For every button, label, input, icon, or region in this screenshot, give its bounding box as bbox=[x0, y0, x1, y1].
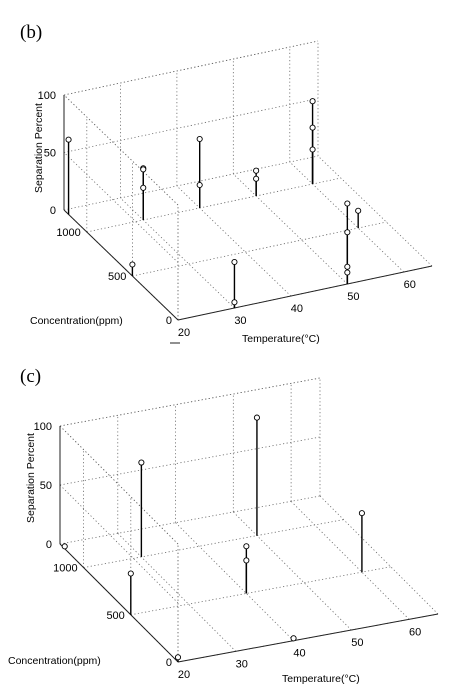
data-point bbox=[61, 543, 68, 550]
data-point bbox=[253, 414, 260, 421]
x-axis-line bbox=[177, 265, 433, 321]
x-axis-label: Temperature(°C) bbox=[242, 333, 320, 345]
x-tick-label: 30 bbox=[236, 658, 248, 670]
box-edge bbox=[59, 377, 321, 427]
x-tick-label: 60 bbox=[409, 626, 421, 638]
data-point bbox=[344, 263, 351, 270]
data-point bbox=[309, 146, 316, 153]
floor-gridline bbox=[86, 177, 341, 233]
data-point bbox=[243, 543, 250, 550]
data-point bbox=[196, 135, 203, 143]
floor-gridline bbox=[132, 221, 387, 277]
x-tick-label: 40 bbox=[291, 303, 303, 315]
data-point bbox=[344, 200, 351, 207]
data-point bbox=[231, 299, 238, 306]
y-axis-label: Concentration(ppm) bbox=[8, 655, 101, 667]
floor-gridline bbox=[233, 511, 352, 631]
box-edge bbox=[319, 495, 439, 615]
z-axis-label: Separation Percent bbox=[33, 103, 45, 193]
z-tick-label: 0 bbox=[46, 539, 52, 551]
x-tick-label: 50 bbox=[347, 291, 359, 303]
data-point bbox=[174, 654, 182, 661]
floor-gridline bbox=[175, 522, 294, 641]
box-edge bbox=[317, 155, 433, 267]
x-tick-label: 40 bbox=[293, 648, 305, 660]
data-point bbox=[65, 136, 72, 143]
z-tick-label: 0 bbox=[50, 205, 56, 217]
data-point bbox=[196, 181, 203, 189]
y-tick-label: 1000 bbox=[53, 563, 77, 575]
x-tick-label: 30 bbox=[234, 315, 246, 327]
x-axis-line bbox=[177, 613, 439, 663]
data-point bbox=[253, 175, 260, 182]
panel-b: (b) 0 50 100 0 500 1000 20 30 40 50 60 Separatio… bbox=[20, 22, 433, 345]
data-point bbox=[358, 510, 365, 517]
y-axis-line bbox=[59, 543, 179, 663]
data-point bbox=[129, 261, 136, 268]
z-tick-label: 100 bbox=[34, 421, 52, 433]
z-axis-label: Separation Percent bbox=[25, 433, 37, 523]
back-wall-gridline bbox=[63, 98, 319, 153]
floor-gridline bbox=[176, 185, 292, 297]
floor-gridline bbox=[83, 519, 344, 568]
floor-gridline bbox=[120, 197, 235, 309]
data-point bbox=[344, 269, 351, 276]
back-wall-gridline bbox=[63, 155, 319, 211]
x-tick-label: 60 bbox=[404, 279, 416, 291]
box-edge bbox=[59, 425, 179, 545]
data-point bbox=[140, 184, 147, 191]
data-point bbox=[140, 166, 147, 173]
back-wall-gridline bbox=[59, 495, 321, 545]
x-axis-label: Temperature(°C) bbox=[282, 673, 360, 685]
y-axis-label: Concentration(ppm) bbox=[30, 315, 123, 327]
panel-label: (c) bbox=[20, 366, 41, 387]
y-tick-label: 500 bbox=[108, 271, 126, 283]
data-point bbox=[127, 570, 134, 577]
side-wall-gridline bbox=[59, 484, 179, 604]
data-point bbox=[138, 459, 145, 466]
floor-gridline bbox=[233, 173, 348, 285]
floor-gridline bbox=[117, 533, 237, 652]
back-wall-gridline bbox=[59, 436, 321, 486]
side-wall-gridline bbox=[63, 152, 179, 263]
x-tick-label: 20 bbox=[178, 327, 190, 339]
data-point bbox=[309, 124, 316, 131]
panel-c: (c) 0 50 100 0 500 1000 20 30 40 50 60 Separatio… bbox=[8, 366, 439, 685]
box-edge bbox=[63, 40, 319, 96]
data-point bbox=[290, 635, 297, 642]
x-tick-label: 50 bbox=[351, 637, 363, 649]
z-tick-label: 100 bbox=[38, 90, 56, 102]
y-tick-label: 1000 bbox=[56, 227, 80, 239]
z-tick-label: 50 bbox=[44, 148, 56, 160]
data-point bbox=[355, 207, 362, 214]
y-axis-line bbox=[63, 209, 179, 321]
z-tick-label: 50 bbox=[40, 480, 52, 492]
data-point bbox=[309, 98, 316, 105]
data-point bbox=[253, 167, 260, 174]
y-tick-label: 500 bbox=[106, 610, 124, 622]
data-point bbox=[243, 557, 250, 564]
y-tick-label: 0 bbox=[166, 315, 172, 327]
y-tick-label: 0 bbox=[166, 657, 172, 669]
data-point bbox=[231, 258, 238, 266]
data-point bbox=[344, 229, 351, 236]
box-edge bbox=[63, 94, 179, 206]
panel-label: (b) bbox=[20, 22, 42, 43]
floor-gridline bbox=[290, 501, 410, 620]
x-tick-label: 20 bbox=[178, 669, 190, 681]
floor-gridline bbox=[130, 566, 391, 616]
